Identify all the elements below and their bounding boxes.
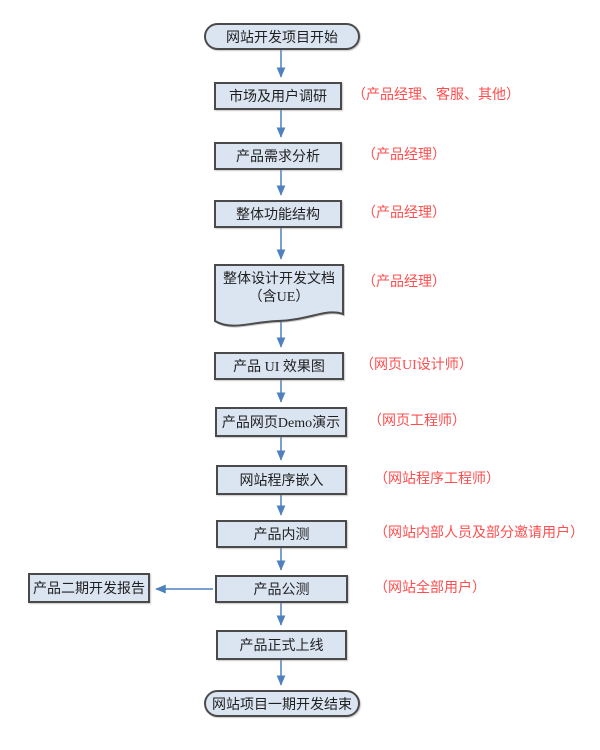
step-requirement-analysis: 产品需求分析 xyxy=(214,142,342,170)
annotation-requirement-analysis-role: （产品经理） xyxy=(362,148,446,163)
step-overall-function-structure: 整体功能结构 xyxy=(214,200,342,228)
annotation-public-beta-users: （网站全部用户） xyxy=(374,581,486,596)
step-ui-mockup: 产品 UI 效果图 xyxy=(214,352,344,380)
document-shape-outline xyxy=(214,264,344,327)
step-market-user-research: 市场及用户调研 xyxy=(214,82,342,110)
annotation-function-structure-role: （产品经理） xyxy=(362,206,446,221)
annotation-design-document-role: （产品经理） xyxy=(362,275,446,290)
document-label-line1: 整体设计开发文档 xyxy=(223,272,335,287)
step-official-launch: 产品正式上线 xyxy=(216,630,347,660)
annotation-ui-mockup-role: （网页UI设计师） xyxy=(360,358,473,373)
annotation-market-research-roles: （产品经理、客服、其他） xyxy=(352,88,520,103)
annotation-web-demo-role: （网页工程师） xyxy=(368,414,466,429)
document-label-line2: （含UE） xyxy=(248,290,310,305)
document-label: 整体设计开发文档 （含UE） xyxy=(214,271,344,307)
step-web-demo: 产品网页Demo演示 xyxy=(215,407,347,437)
step-public-beta: 产品公测 xyxy=(215,575,348,603)
terminal-end: 网站项目一期开发结束 xyxy=(204,690,360,717)
terminal-start: 网站开发项目开始 xyxy=(204,23,360,50)
step-design-dev-document: 整体设计开发文档 （含UE） xyxy=(214,264,344,330)
side-box-phase2-report: 产品二期开发报告 xyxy=(28,573,150,603)
annotation-program-embedding-role: （网站程序工程师） xyxy=(374,472,500,487)
step-internal-beta: 产品内测 xyxy=(216,520,347,548)
step-program-embedding: 网站程序嵌入 xyxy=(216,465,347,495)
annotation-internal-beta-users: （网站内部人员及部分邀请用户） xyxy=(374,526,584,541)
